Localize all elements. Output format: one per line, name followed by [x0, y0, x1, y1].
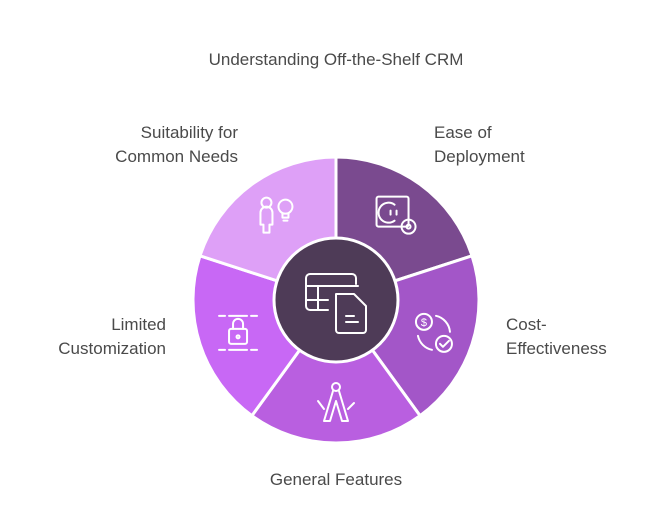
- segment-2: [249, 297, 423, 445]
- label-line: Ease of: [434, 123, 492, 142]
- lock-icon: [218, 314, 259, 351]
- label-line: Customization: [58, 339, 166, 358]
- diagram-title: Understanding Off-the-Shelf CRM: [208, 50, 464, 69]
- label-line: Limited: [111, 315, 166, 334]
- label-line: General Features: [269, 470, 403, 489]
- label-ease-of-deployment: Ease of Deployment: [434, 121, 525, 169]
- outlet-gear-icon: [375, 195, 417, 235]
- multitool-icon: [317, 382, 355, 422]
- label-line: Cost-: [506, 315, 547, 334]
- svg-text:$: $: [421, 317, 427, 329]
- label-line: Effectiveness: [506, 339, 607, 358]
- crm-table-document-icon: [305, 273, 367, 334]
- label-cost-effectiveness: Cost- Effectiveness: [506, 313, 607, 361]
- label-line: Common Needs: [115, 147, 238, 166]
- label-line: Deployment: [434, 147, 525, 166]
- label-general-features: General Features: [0, 468, 660, 492]
- label-line: Suitability for: [140, 123, 238, 142]
- person-lightbulb-icon: [259, 196, 294, 234]
- dollar-check-icon: $: [414, 312, 453, 353]
